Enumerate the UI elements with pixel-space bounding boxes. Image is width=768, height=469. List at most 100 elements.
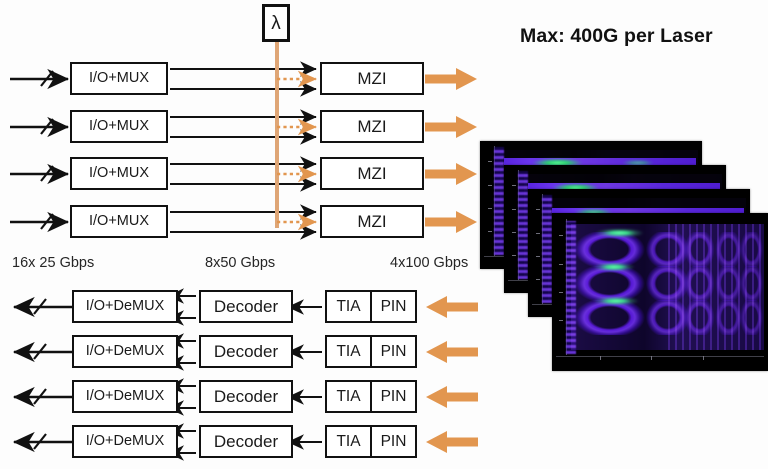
eye-trace-bar [503, 158, 696, 170]
tx-input-bus-slashes [40, 70, 54, 230]
eye-lobe [738, 265, 764, 302]
mzi-label: MZI [357, 164, 387, 183]
decoder-label: Decoder [213, 387, 279, 406]
io-demux-block[interactable]: I/O+DeMUX [72, 290, 178, 323]
tx-input-lines [10, 68, 70, 233]
rx-output-lines [12, 296, 72, 453]
io-mux-label: I/O+MUX [88, 213, 150, 230]
tia-label: TIA [327, 292, 372, 321]
eye-trace-bar [527, 183, 720, 194]
eye-lobe [644, 265, 691, 302]
eye-tick [535, 255, 540, 257]
eye-left-band [542, 195, 553, 303]
pin-label: PIN [380, 297, 407, 315]
eye-lobe-row [571, 228, 764, 268]
mzi-label: MZI [357, 69, 387, 88]
eye-tick [559, 235, 564, 237]
eye-tick [559, 263, 564, 265]
eye-axis-horizontal [556, 355, 764, 357]
mzi-block[interactable]: MZI [320, 62, 424, 95]
mzi-label: MZI [357, 212, 387, 231]
eye-diagram-panel-front [552, 213, 768, 371]
eye-lobe [644, 299, 691, 336]
io-demux-label: I/O+DeMUX [85, 298, 165, 315]
eye-lobe [571, 231, 649, 268]
eye-haze [571, 224, 764, 351]
eye-tick [559, 292, 564, 293]
io-mux-label: I/O+MUX [88, 118, 150, 135]
eye-peak-glow [592, 296, 639, 305]
tx-mux-to-mzi-lines [170, 61, 317, 240]
eye-peak-glow [592, 262, 635, 271]
eye-tick [535, 278, 540, 280]
rx-output-bus-slashes [33, 298, 47, 450]
eye-lobe-row [571, 296, 764, 336]
decoder-block[interactable]: Decoder [199, 290, 293, 323]
mzi-block[interactable]: MZI [320, 110, 424, 143]
laser-distribution-line [275, 42, 318, 231]
io-demux-block[interactable]: I/O+DeMUX [72, 380, 178, 413]
tia-label: TIA [327, 427, 372, 456]
eye-tick [487, 230, 492, 232]
decoder-label: Decoder [213, 342, 279, 361]
laser-source-box[interactable]: λ [262, 4, 290, 42]
eye-trace-bar [551, 208, 744, 218]
eye-tick [511, 254, 516, 256]
tia-pin-block[interactable]: TIA PIN [325, 380, 417, 413]
tia-pin-block[interactable]: TIA PIN [325, 290, 417, 323]
mid-rate-caption: 8x50 Gbps [205, 255, 276, 271]
io-mux-block[interactable]: I/O+MUX [70, 205, 168, 238]
eye-jitter-region [667, 224, 764, 351]
eye-left-band [518, 171, 529, 279]
eye-peak-glow [531, 159, 583, 168]
eye-tick [651, 355, 653, 360]
pin-label: PIN [380, 432, 407, 450]
eye-lobe [713, 265, 743, 302]
decoder-label: Decoder [213, 432, 279, 451]
eye-lobe [682, 299, 716, 336]
rx-tia-to-decoder-lines [287, 299, 322, 450]
eye-tick [703, 355, 705, 360]
mzi-block[interactable]: MZI [320, 205, 424, 238]
eye-tick [487, 184, 492, 186]
page-title: Max: 400G per Laser [520, 25, 713, 47]
mzi-block[interactable]: MZI [320, 157, 424, 190]
io-mux-block[interactable]: I/O+MUX [70, 157, 168, 190]
eye-tick [559, 320, 564, 322]
decoder-block[interactable]: Decoder [199, 335, 293, 368]
eye-tick [487, 207, 492, 209]
io-mux-block[interactable]: I/O+MUX [70, 62, 168, 95]
io-demux-block[interactable]: I/O+DeMUX [72, 425, 178, 458]
eye-peak-glow [622, 160, 655, 167]
tia-pin-block[interactable]: TIA PIN [325, 335, 417, 368]
mzi-label: MZI [357, 117, 387, 136]
eye-peak-glow [573, 209, 614, 217]
io-demux-label: I/O+DeMUX [85, 343, 165, 360]
input-rate-caption: 16x 25 Gbps [12, 255, 95, 271]
io-mux-block[interactable]: I/O+MUX [70, 110, 168, 143]
io-demux-label: I/O+DeMUX [85, 388, 165, 405]
eye-tick [487, 161, 492, 163]
eye-lobe [571, 299, 649, 336]
eye-tick [599, 355, 601, 360]
eye-lobe [682, 231, 716, 268]
eye-lobe [571, 265, 649, 302]
tia-label: TIA [327, 382, 372, 411]
eye-tick [511, 208, 516, 210]
eye-tick [511, 231, 516, 233]
io-demux-block[interactable]: I/O+DeMUX [72, 335, 178, 368]
eye-left-band [494, 147, 505, 255]
io-mux-label: I/O+MUX [88, 70, 150, 87]
tx-output-arrows [425, 68, 477, 233]
eye-lobe [682, 265, 716, 302]
eye-peak-glow [594, 228, 645, 237]
rx-input-arrows [426, 296, 478, 453]
eye-lobe [644, 231, 691, 268]
tia-pin-block[interactable]: TIA PIN [325, 425, 417, 458]
decoder-block[interactable]: Decoder [199, 425, 293, 458]
eye-lobe [713, 231, 743, 268]
eye-lobe [738, 231, 764, 268]
decoder-block[interactable]: Decoder [199, 380, 293, 413]
